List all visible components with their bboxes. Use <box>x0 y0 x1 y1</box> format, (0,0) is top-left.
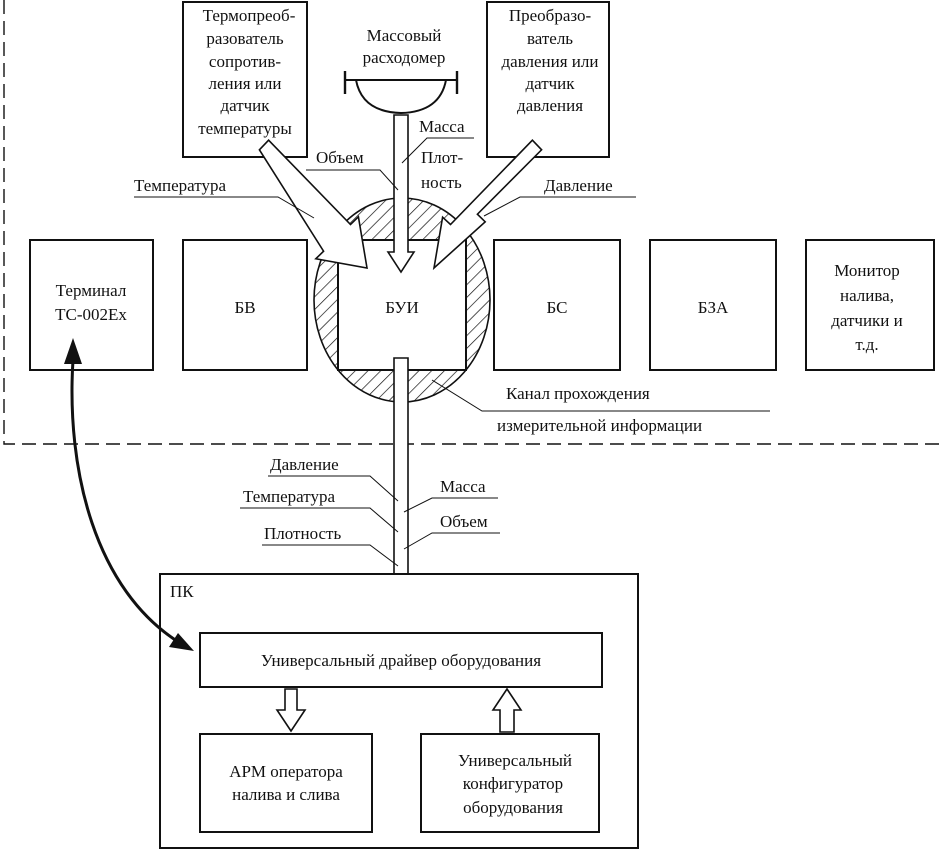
terminal-block <box>29 239 154 371</box>
bs-block <box>493 239 621 371</box>
arm-label: АРМ оператора налива и слива <box>229 762 343 804</box>
monitor-block <box>805 239 935 371</box>
leader-channel <box>431 379 770 412</box>
arrow-pressure-to-bui <box>432 139 543 271</box>
driver-block <box>199 632 603 688</box>
svg-text:сопротив-: сопротив- <box>209 52 281 71</box>
signal-mass-bottom: Масса <box>440 477 486 496</box>
leader-temperature-bottom <box>240 507 399 533</box>
installation-boundary <box>3 0 940 445</box>
leader-mass-bottom <box>403 497 498 513</box>
svg-text:датчики и: датчики и <box>831 311 903 330</box>
svg-text:Канал прохождения: Канал прохождения <box>506 384 650 403</box>
signal-mass-top: Масса <box>419 117 465 136</box>
bs-label: БС <box>547 298 568 317</box>
channel-label: Канал прохождения измерительной информац… <box>497 384 702 435</box>
mass-flowmeter-icon <box>343 71 459 115</box>
arrow-flowmeter-to-bui <box>386 114 416 274</box>
leader-volume-top <box>306 169 399 191</box>
svg-text:Термопреоб-: Термопреоб- <box>203 6 296 25</box>
svg-text:датчик: датчик <box>525 74 575 93</box>
svg-text:Массовый: Массовый <box>367 26 442 45</box>
terminal-pc-link <box>64 338 194 651</box>
signal-volume-top: Объем <box>316 148 364 167</box>
leader-density-bottom <box>262 544 399 567</box>
svg-text:расходомер: расходомер <box>363 48 446 67</box>
thermo-sensor-label: Термопреоб- разователь сопротив- ления и… <box>198 6 296 138</box>
mass-flowmeter-label: Массовый расходомер <box>363 26 446 67</box>
svg-text:Универсальный: Универсальный <box>458 751 572 770</box>
signal-temperature-bottom: Температура <box>243 487 335 506</box>
arrow-driver-to-arm <box>275 688 307 733</box>
arrow-thermo-to-bui <box>258 139 368 269</box>
signal-density-top-2: ность <box>421 173 462 192</box>
svg-text:Терминал: Терминал <box>56 281 127 300</box>
terminal-label: Терминал ТС-002Ex <box>55 281 127 324</box>
svg-text:Монитор: Монитор <box>834 261 900 280</box>
svg-text:конфигуратор: конфигуратор <box>463 774 563 793</box>
bv-label: БВ <box>234 298 255 317</box>
leader-volume-bottom <box>403 532 500 550</box>
pc-label: ПК <box>170 582 194 601</box>
svg-text:давления: давления <box>517 96 583 115</box>
svg-text:т.д.: т.д. <box>855 335 878 354</box>
svg-text:Преобразо-: Преобразо- <box>509 6 592 25</box>
svg-text:оборудования: оборудования <box>463 798 563 817</box>
bv-block <box>182 239 308 371</box>
monitor-label: Монитор налива, датчики и т.д. <box>831 261 903 354</box>
svg-text:ТС-002Ex: ТС-002Ex <box>55 305 127 324</box>
svg-text:давления или: давления или <box>502 52 599 71</box>
svg-text:налива и слива: налива и слива <box>232 785 340 804</box>
pressure-sensor-label: Преобразо- ватель давления или датчик да… <box>502 6 599 115</box>
leader-temperature-top <box>134 196 315 219</box>
bui-label: БУИ <box>385 298 418 317</box>
thermo-sensor-box <box>182 1 308 158</box>
signal-density-bottom: Плотность <box>264 524 341 543</box>
leader-pressure-bottom <box>268 475 399 502</box>
svg-text:измерительной информации: измерительной информации <box>497 416 702 435</box>
leader-mass-top <box>401 137 474 164</box>
signal-volume-bottom: Объем <box>440 512 488 531</box>
svg-text:разователь: разователь <box>206 29 284 48</box>
signal-temperature-top: Температура <box>134 176 226 195</box>
leader-pressure-top <box>483 196 636 217</box>
signal-density-top-1: Плот- <box>421 148 463 167</box>
svg-text:ватель: ватель <box>527 29 573 48</box>
svg-text:датчик: датчик <box>220 96 270 115</box>
driver-label: Универсальный драйвер оборудования <box>261 651 541 670</box>
bza-label: БЗА <box>698 298 729 317</box>
configurator-block <box>420 733 600 833</box>
pressure-sensor-box <box>486 1 610 158</box>
svg-text:АРМ оператора: АРМ оператора <box>229 762 343 781</box>
configurator-label: Универсальный конфигуратор оборудования <box>458 751 572 817</box>
signal-pressure-bottom: Давление <box>270 455 339 474</box>
signal-pressure-top: Давление <box>544 176 613 195</box>
svg-text:температуры: температуры <box>198 119 292 138</box>
svg-text:ления или: ления или <box>209 74 282 93</box>
svg-text:налива,: налива, <box>840 286 894 305</box>
bza-block <box>649 239 777 371</box>
arm-block <box>199 733 373 833</box>
arrow-configurator-to-driver <box>491 687 523 733</box>
